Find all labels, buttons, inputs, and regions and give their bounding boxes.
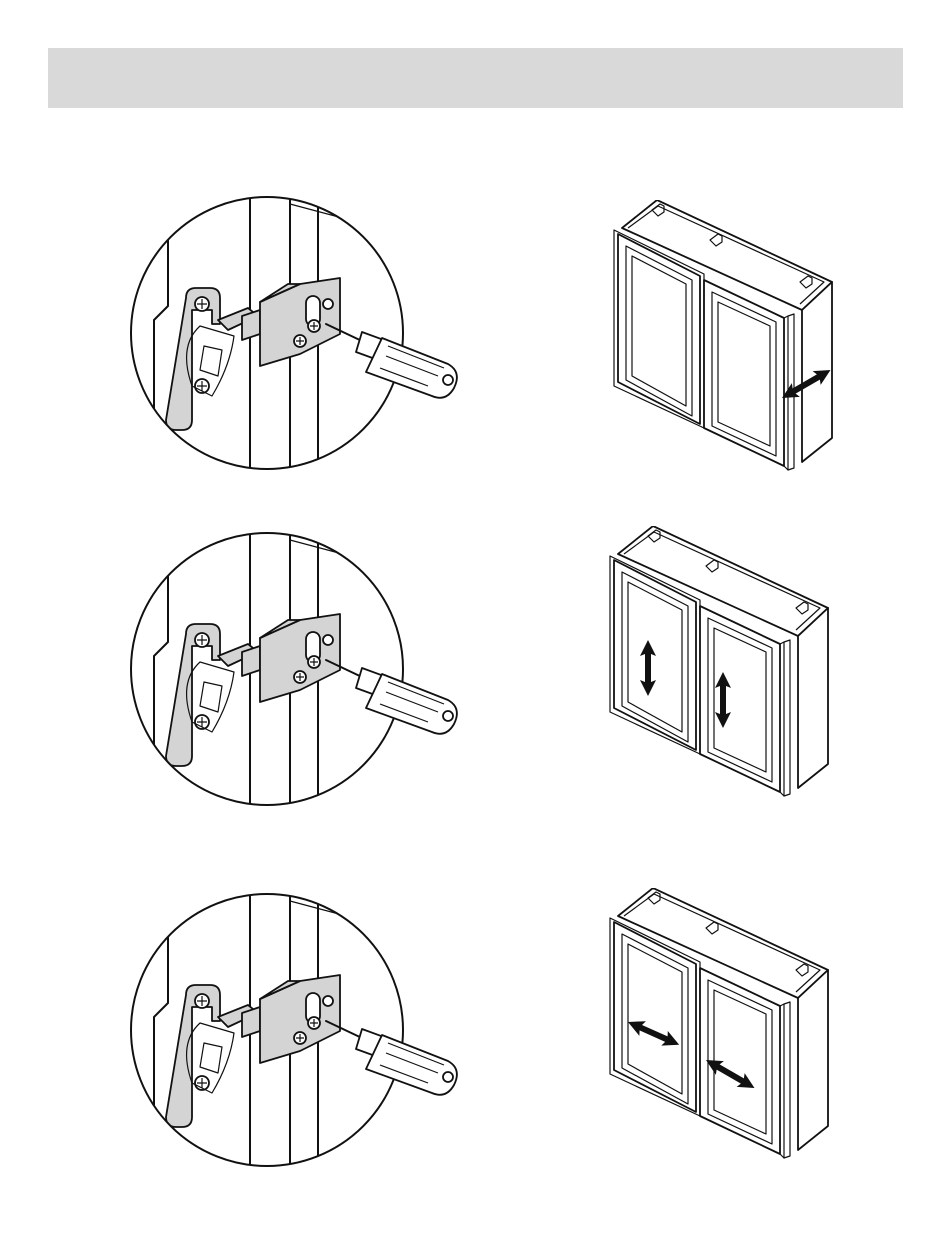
step-3-cabinet (608, 888, 838, 1168)
hinge-detail-icon (130, 893, 470, 1173)
header-bar (48, 48, 903, 108)
cabinet-icon (608, 526, 838, 806)
cabinet-icon (608, 888, 838, 1168)
cabinet-icon (612, 200, 842, 475)
hinge-detail-icon (130, 196, 470, 476)
step-2-cabinet (608, 526, 838, 806)
step-1-hinge-detail (130, 196, 470, 476)
step-3-hinge-detail (130, 893, 470, 1173)
step-2-hinge-detail (130, 532, 470, 812)
hinge-detail-icon (130, 532, 470, 812)
step-1-cabinet (612, 200, 842, 475)
